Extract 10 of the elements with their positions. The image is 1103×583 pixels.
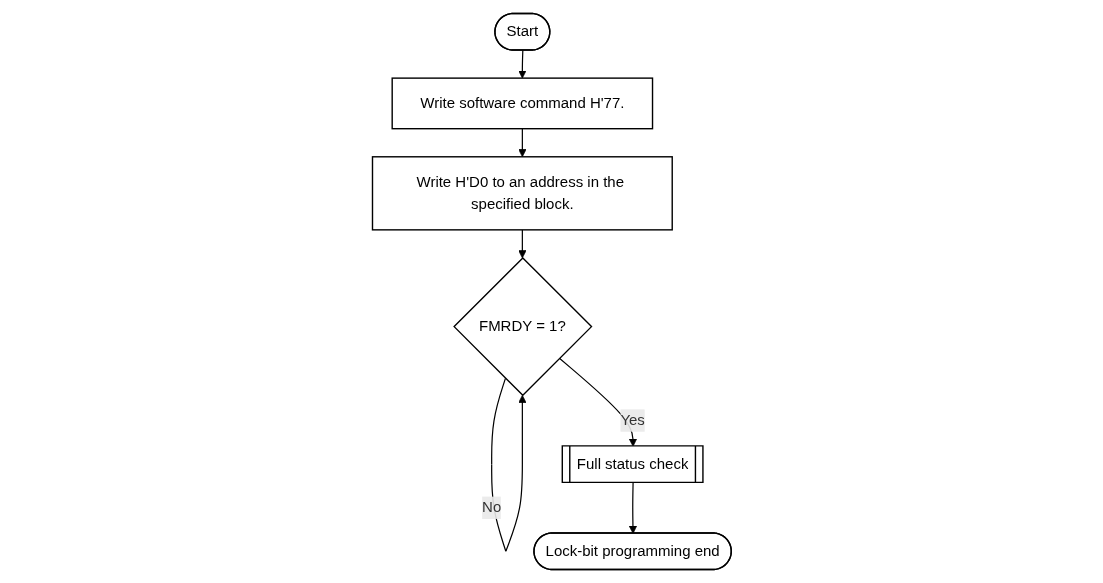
arrow xyxy=(517,128,527,158)
edge-label: Yes xyxy=(620,412,645,429)
node-diamond: FMRDY = 1? xyxy=(452,256,593,397)
node-box: Write software command H'77. xyxy=(391,77,653,130)
edge-label: No xyxy=(481,499,501,516)
arrow xyxy=(517,229,527,259)
arrow xyxy=(490,377,527,552)
node-box: Write H'D0 to an address in the specified block. xyxy=(371,156,673,231)
arrow xyxy=(628,482,637,534)
arrow xyxy=(517,49,527,79)
